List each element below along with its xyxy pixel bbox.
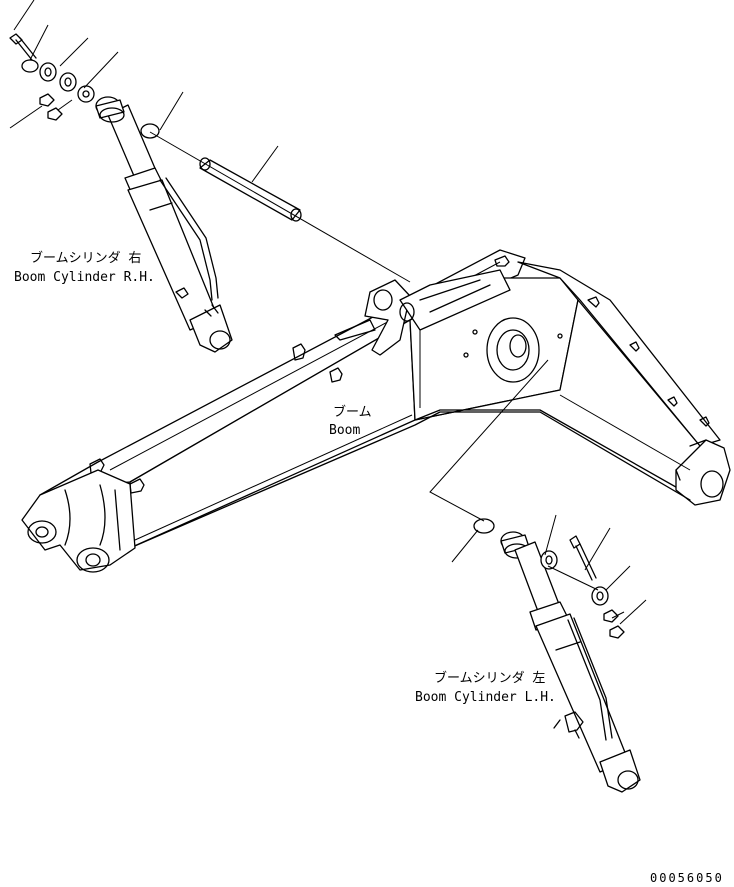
label-cylinder-rh-jp: ブームシリンダ 右 — [30, 250, 141, 266]
leader-lines-rh — [9, 0, 411, 283]
label-cylinder-rh-en: Boom Cylinder R.H. — [14, 270, 155, 285]
boom-cylinder-lh — [500, 531, 641, 793]
hardware-lh — [473, 518, 625, 639]
label-boom-en: Boom — [329, 423, 360, 438]
hardware-rh — [9, 33, 160, 139]
boom-cylinder-rh — [95, 96, 233, 353]
leader-lines-lh — [429, 359, 647, 625]
drawing-code: 00056050 — [650, 871, 724, 885]
label-cylinder-lh-jp: ブームシリンダ 左 — [434, 670, 545, 686]
label-cylinder-lh-en: Boom Cylinder L.H. — [415, 690, 556, 705]
boom — [21, 249, 731, 573]
label-boom-jp: ブーム — [333, 404, 372, 420]
